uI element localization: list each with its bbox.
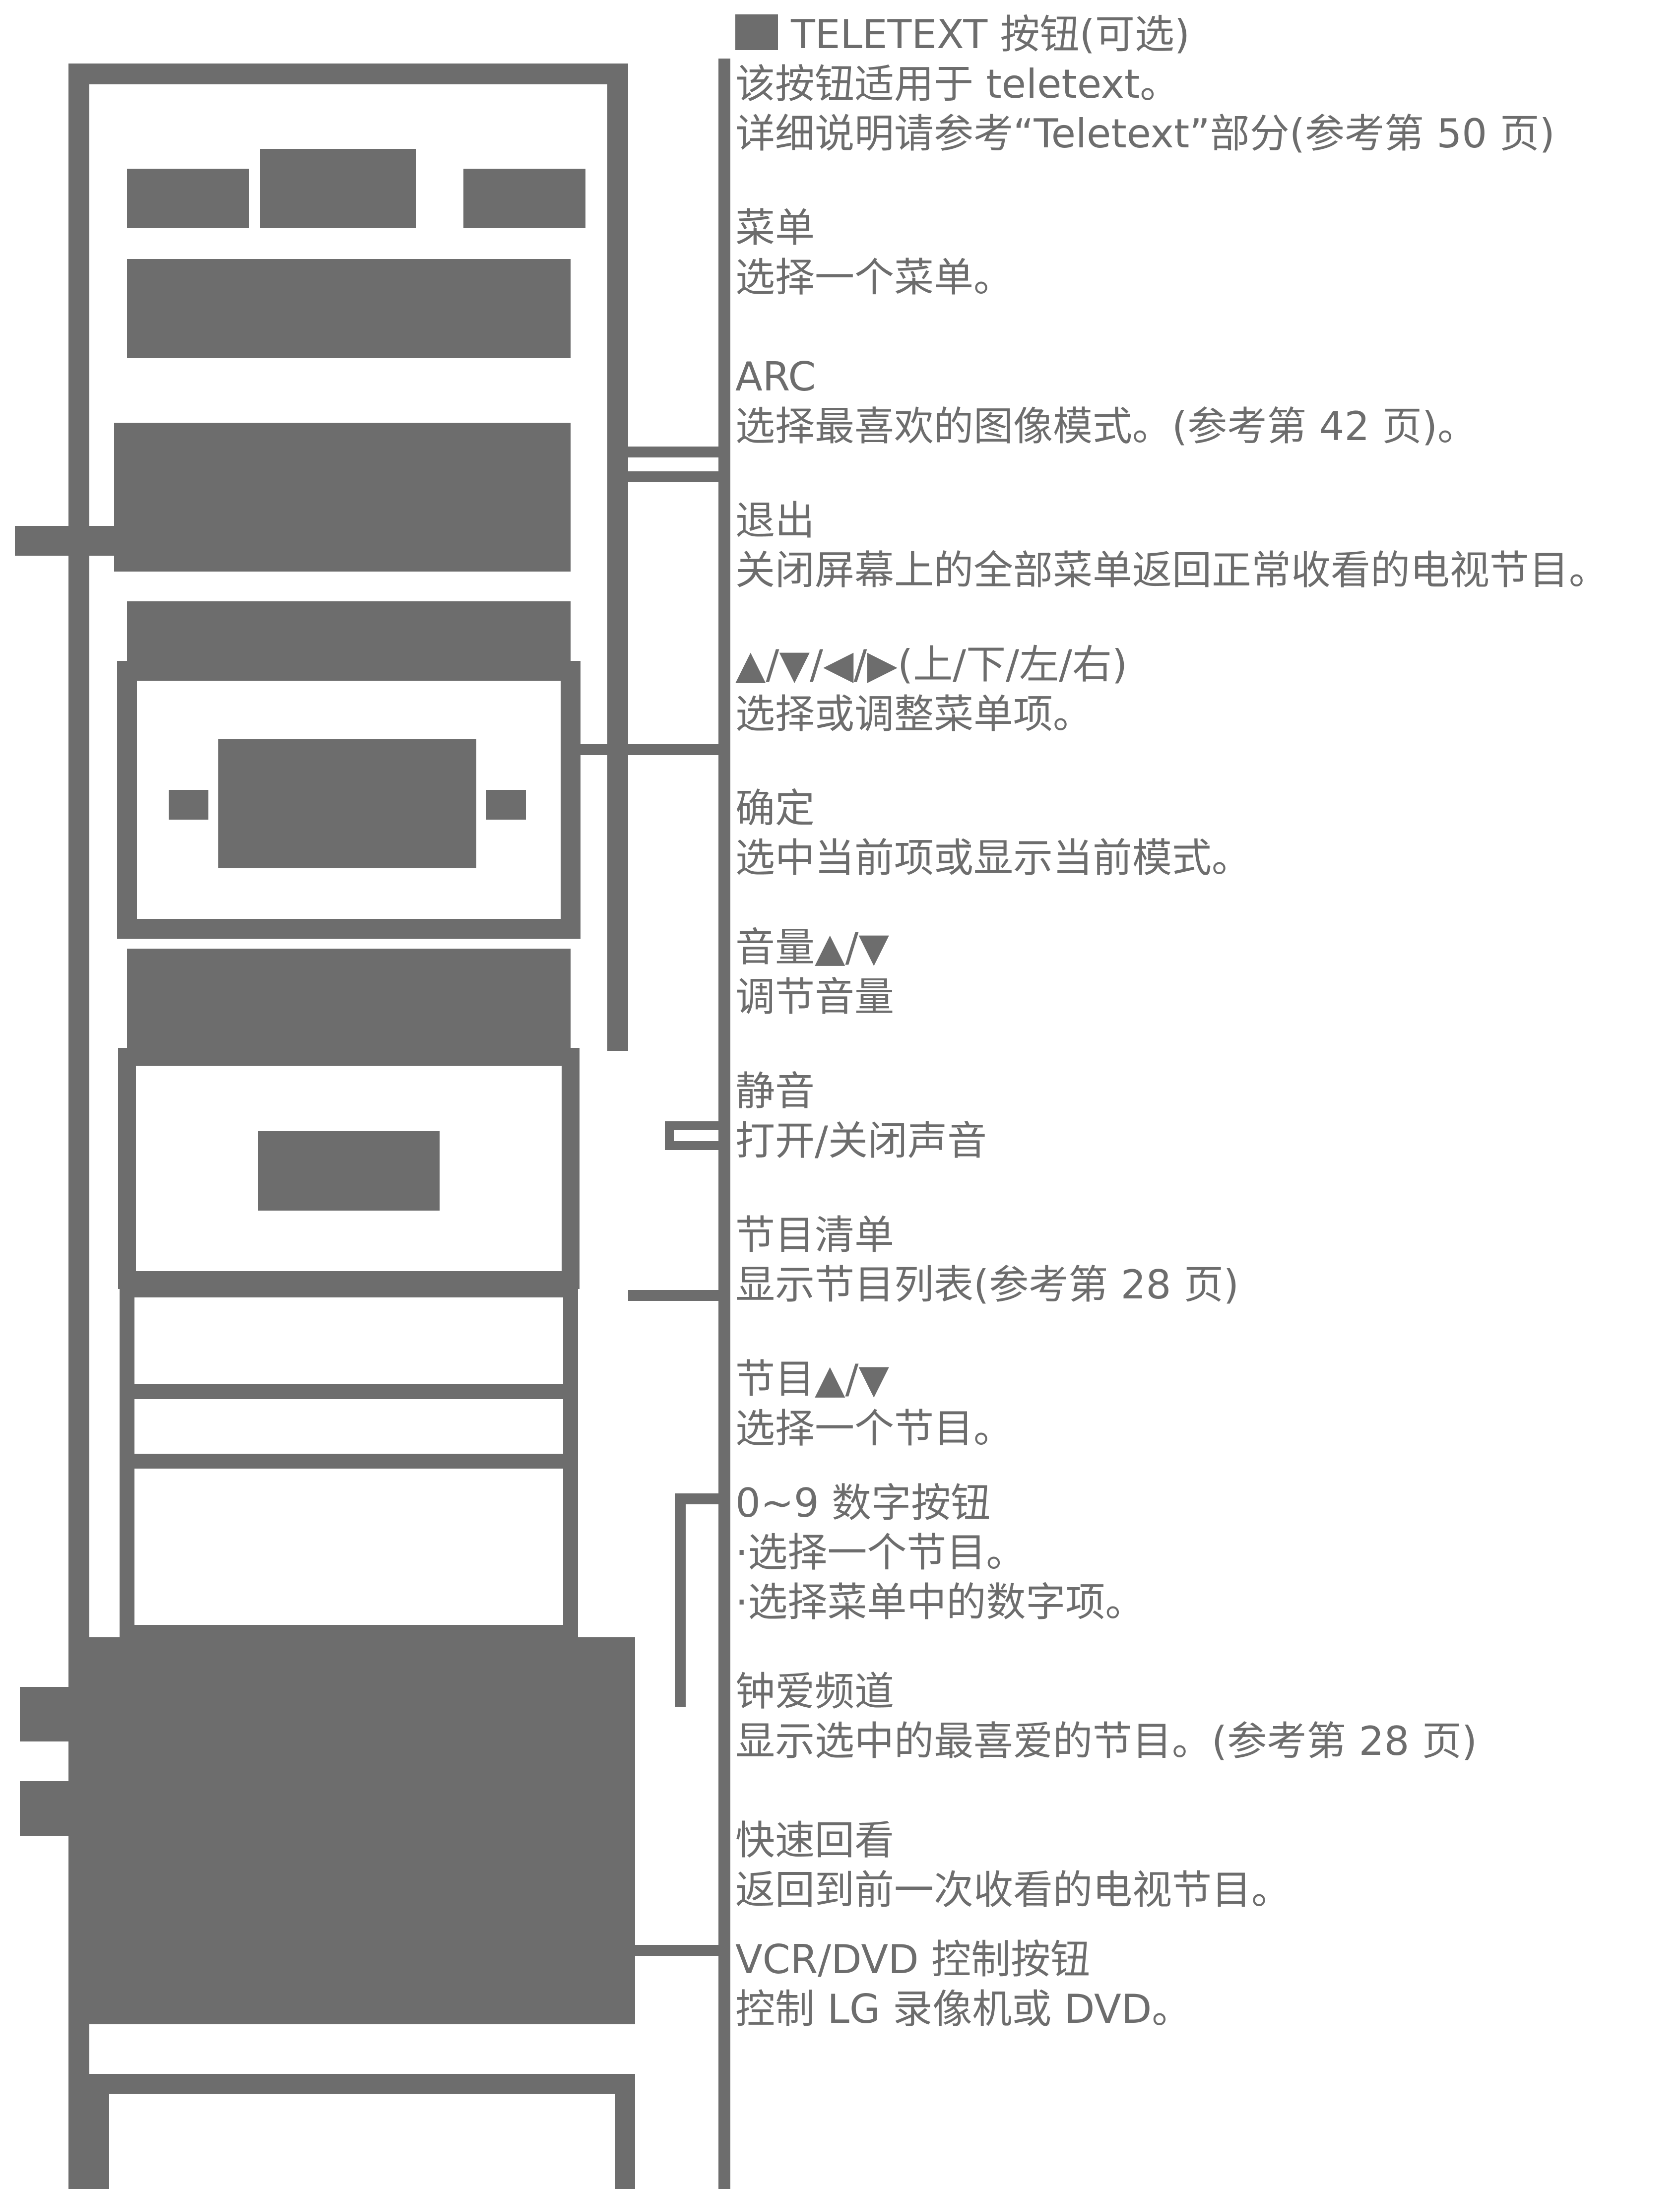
entry-title: 确定 [735, 785, 815, 832]
entry-title: ▲/▼/◀/▶(上/下/左/右) [735, 642, 1128, 688]
entry-line: 显示选中的最喜爱的节目。(参考第 28 页) [735, 1718, 1478, 1764]
mute-button [258, 1131, 440, 1211]
teletext-button [127, 169, 249, 228]
remote-outline-top [68, 64, 628, 84]
entry-title: 菜单 [735, 205, 815, 251]
entry-favorite: 钟爱频道 显示选中的最喜爱的节目。(参考第 28 页) [735, 1667, 1673, 1766]
entry-quick-view: 快速回看 返回到前一次收看的电视节目。 [735, 1816, 1673, 1915]
nav-top-row [127, 601, 571, 671]
entry-title: 快速回看 [735, 1817, 894, 1864]
entry-line: 选择最喜欢的图像模式。(参考第 42 页)。 [735, 403, 1478, 450]
entry-teletext: TELETEXT 按钮(可选) 该按钮适用于 teletext。 详细说明请参考… [735, 10, 1673, 159]
entry-number-buttons: 0~9 数字按钮 ·选择一个节目。 ·选择菜单中的数字项。 [735, 1479, 1673, 1627]
entry-program-list: 节目清单 显示节目列表(参考第 28 页) [735, 1211, 1673, 1310]
volume-block [127, 949, 571, 1048]
entry-title: 0~9 数字按钮 [735, 1480, 991, 1526]
entry-title: VCR/DVD 控制按钮 [735, 1936, 1091, 1983]
entry-title: 退出 [735, 498, 815, 544]
entry-title: TELETEXT 按钮(可选) [735, 10, 1673, 60]
entry-line: 打开/关闭声音 [735, 1118, 987, 1164]
entry-line: 关闭屏幕上的全部菜单返回正常收看的电视节目。 [735, 547, 1609, 593]
remote-outline-left [68, 64, 89, 2189]
entry-line: 详细说明请参考“Teletext”部分(参考第 50 页) [735, 111, 1555, 157]
entry-arc: ARC 选择最喜欢的图像模式。(参考第 42 页)。 [735, 352, 1673, 451]
entry-line: 调节音量 [735, 974, 894, 1020]
power-button [463, 169, 585, 228]
callout-divider [718, 59, 730, 2189]
entry-title: 音量▲/▼ [735, 924, 889, 970]
entry-title: 节目▲/▼ [735, 1356, 889, 1402]
arc-exit-row [114, 423, 571, 572]
entry-exit: 退出 关闭屏幕上的全部菜单返回正常收看的电视节目。 [735, 496, 1673, 595]
entry-menu: 菜单 选择一个菜单。 [735, 203, 1673, 303]
entry-ok: 确定 选中当前项或显示当前模式。 [735, 784, 1673, 883]
entry-line: ·选择一个节目。 [735, 1530, 1026, 1576]
entry-line: ·选择菜单中的数字项。 [735, 1579, 1145, 1625]
square-bullet-icon [735, 14, 778, 50]
mute-frame [118, 1048, 580, 1289]
entry-line: 选中当前项或显示当前模式。 [735, 835, 1251, 881]
entry-program: 节目▲/▼ 选择一个节目。 [735, 1354, 1673, 1454]
entry-line: 选择一个节目。 [735, 1406, 1013, 1452]
entry-line: 该按钮适用于 teletext。 [735, 61, 1180, 107]
ok-button [218, 739, 476, 868]
entry-line: 选择一个菜单。 [735, 255, 1013, 301]
entry-navigation: ▲/▼/◀/▶(上/下/左/右) 选择或调整菜单项。 [735, 640, 1673, 739]
entry-title: 节目清单 [735, 1212, 894, 1258]
entry-mute: 静音 打开/关闭声音 [735, 1067, 1673, 1166]
entry-title: 钟爱频道 [735, 1669, 894, 1715]
entry-line: 返回到前一次收看的电视节目。 [735, 1867, 1291, 1913]
entry-volume: 音量▲/▼ 调节音量 [735, 923, 1673, 1022]
input-button [260, 149, 416, 228]
remote-outline-right [607, 64, 628, 1051]
entry-title: 静音 [735, 1068, 815, 1114]
entry-line: 显示节目列表(参考第 28 页) [735, 1262, 1239, 1308]
vcr-dvd-block [89, 1637, 635, 2024]
entry-line: 控制 LG 录像机或 DVD。 [735, 1986, 1192, 2032]
menu-row [127, 259, 571, 358]
entry-title: ARC [735, 354, 816, 400]
entry-vcr-dvd: VCR/DVD 控制按钮 控制 LG 录像机或 DVD。 [735, 1935, 1673, 2034]
entry-line: 选择或调整菜单项。 [735, 691, 1093, 737]
nav-pad [117, 661, 581, 939]
